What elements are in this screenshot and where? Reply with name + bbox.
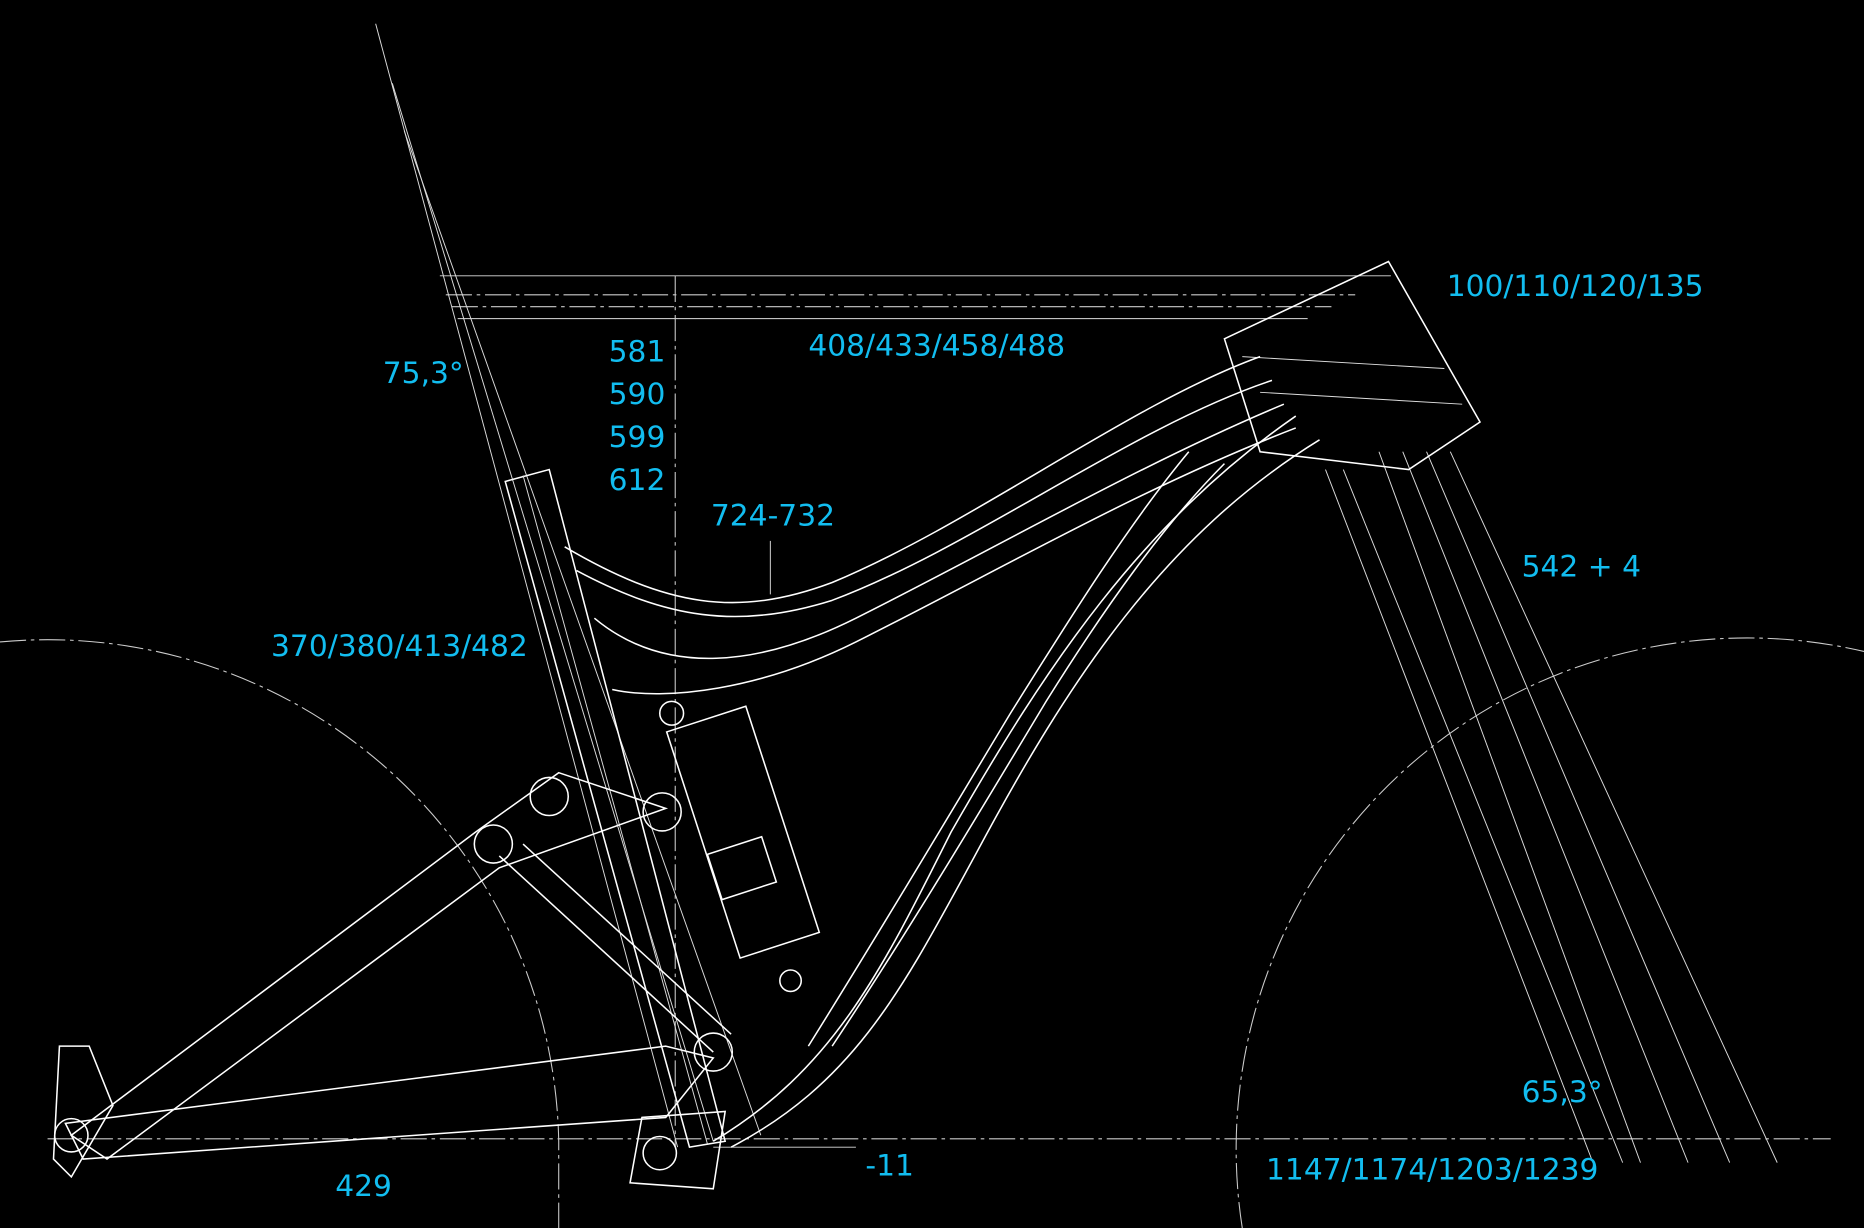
- seat-tube-label: 370/380/413/482: [271, 629, 528, 664]
- dropout: [52, 1045, 114, 1179]
- dimension-labels: 100/110/120/135 408/433/458/488 581 590 …: [271, 269, 1704, 1204]
- head-angle-label: 65,3°: [1522, 1075, 1603, 1110]
- wheelbase-label: 1147/1174/1203/1239: [1266, 1152, 1598, 1187]
- rear-wheel-outline: [0, 639, 560, 1228]
- stack-label-1: 581: [609, 334, 666, 369]
- stack-height-label: 100/110/120/135: [1447, 269, 1704, 304]
- seat-angle-label: 75,3°: [383, 356, 464, 391]
- down-tube: [712, 415, 1297, 1142]
- fork-length-label: 542 + 4: [1522, 550, 1641, 585]
- stack-label-2: 590: [609, 377, 666, 412]
- seat-stay: [69, 771, 669, 1160]
- stack-label-3: 599: [609, 420, 666, 455]
- chainstay-label: 429: [335, 1169, 392, 1204]
- front-wheel-outline: [1235, 637, 1864, 1228]
- reach-label: 408/433/458/488: [808, 328, 1065, 363]
- frame-lines: [52, 260, 1482, 1190]
- stack-label-4: 612: [609, 463, 666, 498]
- wheel-outlines: [0, 637, 1864, 1228]
- chain-stay: [64, 1045, 715, 1160]
- top-tube-label: 724-732: [711, 498, 835, 533]
- construction-lines: [47, 23, 1831, 1163]
- top-tube: [564, 355, 1261, 604]
- shock: [665, 705, 821, 960]
- head-tube: [1223, 260, 1482, 471]
- bb-drop-label: -11: [865, 1149, 914, 1184]
- seat-tube: [504, 468, 727, 1149]
